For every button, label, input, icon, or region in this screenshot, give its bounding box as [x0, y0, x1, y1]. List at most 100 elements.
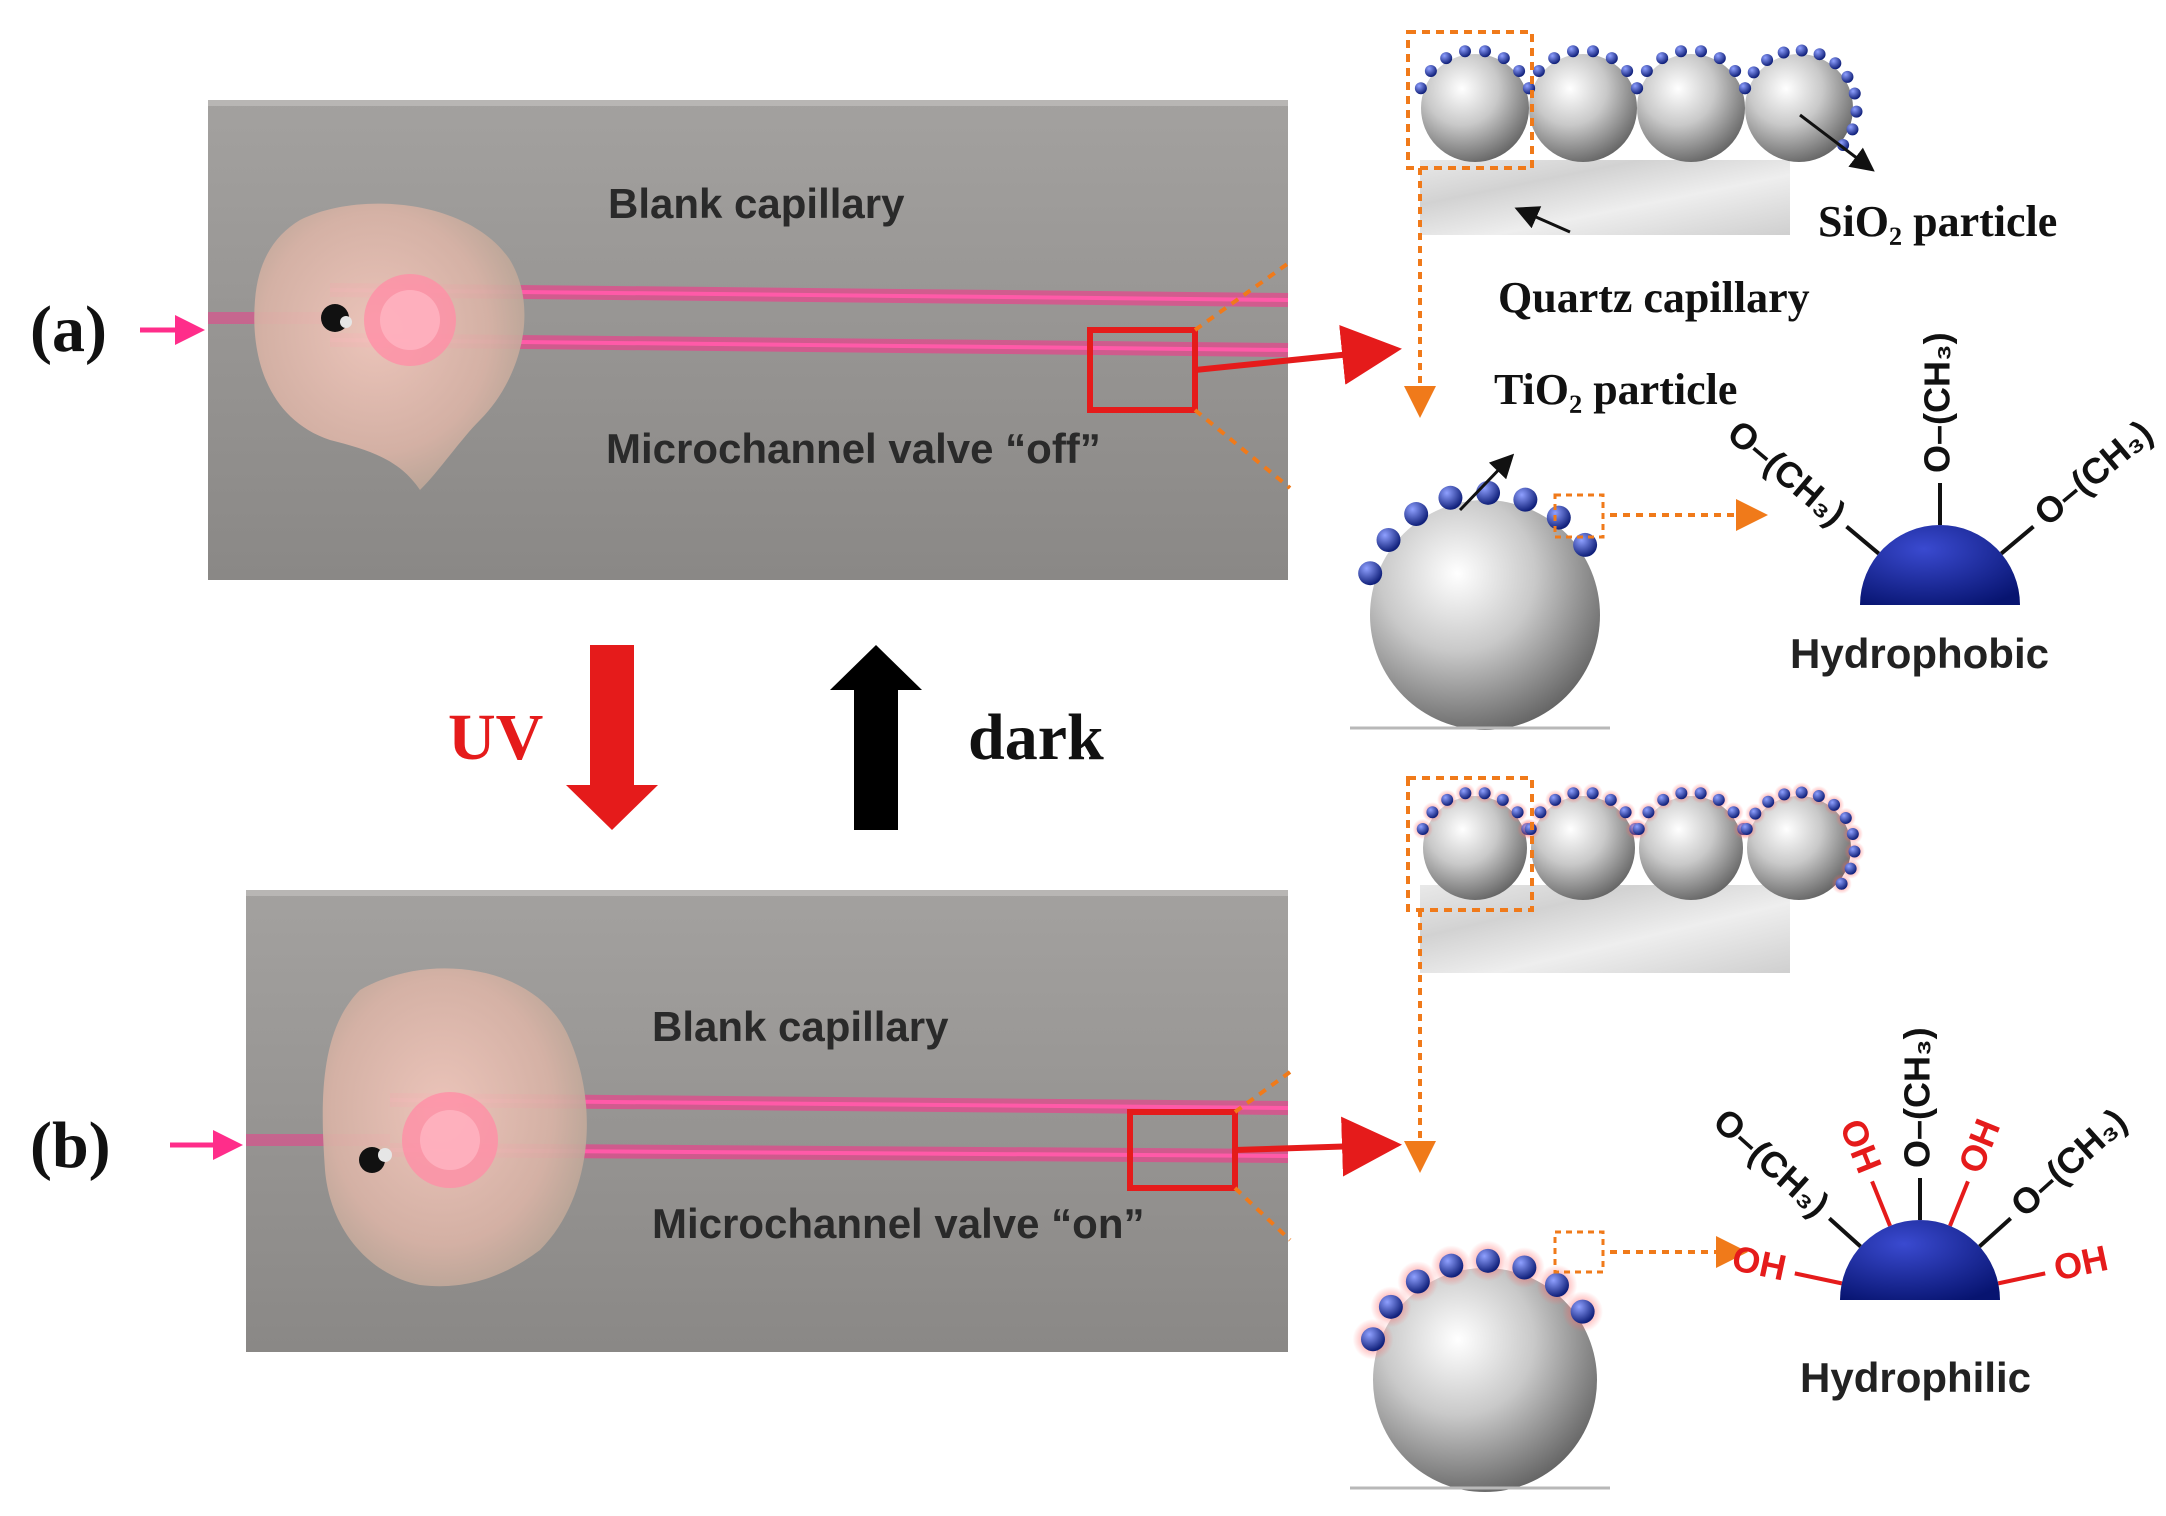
tio2-nanoparticle: [1839, 811, 1852, 824]
tio2-nanoparticle: [1439, 1253, 1464, 1278]
tio2-nanoparticle: [1749, 807, 1762, 820]
schematic-a-capillary: [1404, 30, 1875, 418]
tio2-nanoparticle: [1441, 793, 1454, 806]
tio2-nanoparticle: [1694, 787, 1707, 800]
valve-label-a: Microchannel valve “off”: [606, 425, 1101, 472]
tio2-nanoparticle: [1835, 877, 1848, 890]
tio2-nanoparticle: [1546, 505, 1571, 530]
ch3-bond: [1978, 1216, 2013, 1248]
tio2-nanoparticle: [1376, 528, 1401, 553]
tio2-nanoparticle: [1841, 70, 1854, 83]
tio2-nanoparticle: [1844, 862, 1857, 875]
tio2-nanoparticle: [1837, 139, 1850, 152]
detail-box-b-top: [1406, 776, 1534, 912]
tio2-nanoparticle: [1360, 1327, 1385, 1352]
tio2-nanoparticle: [1567, 787, 1580, 800]
tio2-nanoparticle: [1712, 793, 1725, 806]
tio2-nanoparticle: [1414, 82, 1427, 95]
oh-bond: [1997, 1271, 2046, 1286]
dark-label: dark: [968, 701, 1104, 774]
tio2-nanoparticle: [1729, 64, 1742, 77]
tio2-nanoparticle: [1812, 790, 1825, 803]
tio2-nanoparticle: [1738, 82, 1751, 95]
oh-group-label: OH: [1729, 1237, 1790, 1288]
tio2-nanoparticle: [1846, 123, 1859, 136]
tio2-nanoparticle: [1570, 1299, 1595, 1324]
schematic-b-capillary: [1404, 776, 1865, 1173]
hydrophobic-label: Hydrophobic: [1790, 630, 2049, 677]
oh-bond: [1948, 1180, 1970, 1227]
tio2-nanoparticle: [1642, 806, 1655, 819]
tio2-nanoparticle: [1513, 487, 1538, 512]
tio2-nanoparticle: [1548, 52, 1561, 65]
tio2-coating-top-a: [1414, 44, 1863, 152]
tio2-nanoparticle: [1740, 822, 1753, 835]
tio2-nanoparticle: [1813, 48, 1826, 61]
tio2-nanoparticle: [1848, 87, 1861, 100]
photo-b: [170, 890, 1402, 1352]
tio2-nanoparticle: [1549, 793, 1562, 806]
tio2-nanoparticle: [1573, 532, 1598, 557]
tio2-coating-top-b: [1412, 782, 1865, 894]
tio2-coating-b: [1352, 1240, 1604, 1360]
tio2-nanoparticle: [1747, 66, 1760, 79]
tio2-nanoparticle: [1605, 52, 1618, 65]
tio2-nanoparticle: [1632, 822, 1645, 835]
oh-group-label: OH: [1950, 1113, 2008, 1178]
sio2-spheres-a: [1421, 54, 1853, 162]
tio2-nanoparticle: [1426, 806, 1439, 819]
tio2-nanoparticle: [1713, 52, 1726, 65]
tio2-nanoparticle: [1479, 45, 1492, 58]
tio2-nanoparticle: [1476, 480, 1501, 505]
ch3-bond: [1827, 1216, 1862, 1248]
tio2-nanoparticle: [1358, 561, 1383, 586]
tio2-nanoparticle: [1416, 822, 1429, 835]
tio2-nanoparticle: [1674, 45, 1687, 58]
tio2-nanoparticle: [1424, 64, 1437, 77]
tio2-nanoparticle: [1850, 105, 1863, 118]
blank-capillary-label-a: Blank capillary: [608, 180, 905, 227]
tio2-nanoparticle: [1695, 45, 1708, 58]
tio2-nanoparticle: [1513, 64, 1526, 77]
quartz-substrate-b: [1420, 885, 1790, 973]
panel-tag-a: (a): [30, 293, 107, 366]
tio2-nanoparticle: [1438, 485, 1463, 510]
tio2-nanoparticle: [1621, 64, 1634, 77]
tio2-nanoparticle: [1475, 1248, 1500, 1273]
tio2-nanoparticle: [1497, 52, 1510, 65]
schematic-a-sphere: [1350, 453, 1768, 730]
tio2-nanoparticle: [1532, 64, 1545, 77]
tio2-nanoparticle: [1566, 45, 1579, 58]
schematic-b-sphere: [1350, 1230, 1748, 1492]
quartz-label: Quartz capillary: [1498, 273, 1810, 322]
tio2-nanoparticle: [1378, 1294, 1403, 1319]
tio2-nanoparticle: [1848, 845, 1861, 858]
photo-a: [140, 100, 1402, 580]
detail-box-a-top: [1406, 30, 1534, 170]
tio2-nanoparticle: [1829, 57, 1842, 70]
tio2-nanoparticle: [1761, 54, 1774, 67]
tio2-nanoparticle: [1440, 52, 1453, 65]
tio2-nanoparticle: [1534, 806, 1547, 819]
tio2-nanoparticle: [1828, 798, 1841, 811]
oh-group-label: OH: [2050, 1237, 2111, 1288]
dark-arrow: [830, 645, 922, 830]
valve-label-b: Microchannel valve “on”: [652, 1200, 1145, 1247]
tio2-nanoparticle: [1795, 786, 1808, 799]
tio2-nanoparticle: [1762, 795, 1775, 808]
blank-capillary-label-b: Blank capillary: [652, 1003, 949, 1050]
ch3-group-label: O–(CH₃): [1720, 412, 1854, 534]
ch3-bond: [1845, 525, 1881, 556]
tio2-nanoparticle: [1656, 52, 1669, 65]
tio2-nanoparticle: [1727, 806, 1740, 819]
tio2-nanoparticle: [1496, 793, 1509, 806]
oh-group-label: OH: [1832, 1113, 1890, 1178]
tio2-nanoparticle: [1604, 793, 1617, 806]
ch3-group-label: O–(CH₃): [1897, 1027, 1938, 1168]
tio2-nanoparticle: [1795, 44, 1808, 57]
tio2-nanoparticle: [1619, 806, 1632, 819]
tio2-nanoparticle: [1586, 787, 1599, 800]
sio2-label: SiO₂ particle: [1818, 197, 2058, 246]
tio2-nanoparticle: [1846, 828, 1859, 841]
